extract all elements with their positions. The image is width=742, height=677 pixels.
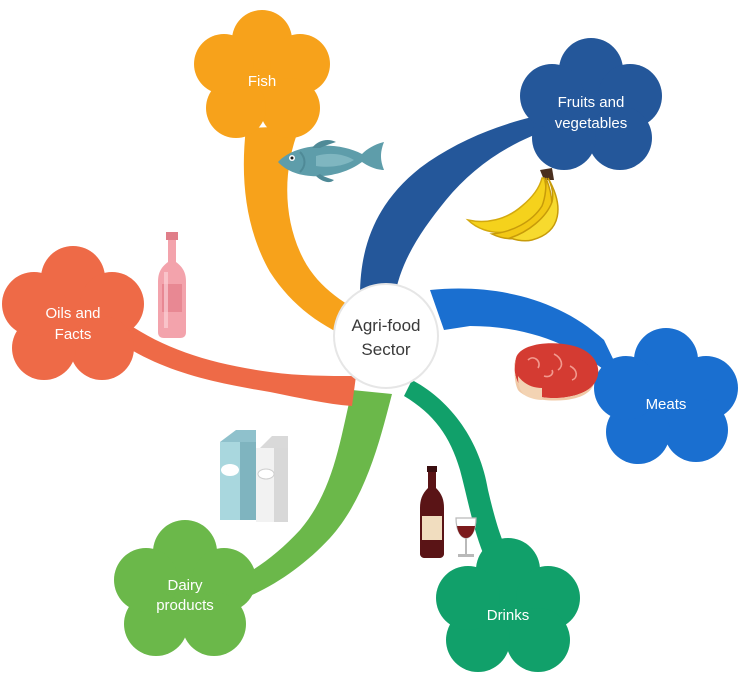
dairy-flower-shape — [114, 520, 256, 656]
oils-flower-shape — [2, 246, 144, 380]
meats-label: Meats — [646, 396, 687, 413]
fish-flower-shape — [194, 10, 330, 138]
oils-connector — [100, 318, 356, 406]
dairy-connector — [226, 390, 392, 600]
drinks-node[interactable]: Drinks — [436, 538, 580, 672]
meats-connector — [430, 288, 628, 390]
oils-label-line2: Facts — [55, 326, 92, 343]
drinks-label: Drinks — [487, 607, 530, 624]
oils-node[interactable]: Oils and Facts — [2, 246, 144, 380]
fruits-label-line1: Fruits and — [558, 94, 625, 111]
fish-node[interactable]: Fish — [194, 10, 330, 138]
center-label-line2: Sector — [361, 340, 410, 359]
fish-icon — [278, 140, 384, 183]
steak-icon — [514, 343, 599, 401]
dairy-node[interactable]: Dairy products — [114, 520, 256, 656]
center-node[interactable]: Agri-food Sector — [333, 283, 439, 389]
drinks-connector — [404, 380, 510, 560]
dairy-label-line1: Dairy — [167, 577, 203, 594]
meats-node[interactable]: Meats — [594, 328, 738, 464]
oil-bottle-icon — [158, 232, 186, 338]
center-label-line1: Agri-food — [352, 316, 421, 335]
fruits-flower-shape — [520, 38, 662, 170]
dairy-label-line2: products — [156, 597, 214, 614]
milk-carton-icon — [220, 430, 288, 522]
oils-label-line1: Oils and — [45, 305, 100, 322]
center-circle — [333, 283, 439, 389]
fruits-node[interactable]: Fruits and vegetables — [520, 38, 662, 170]
fish-label: Fish — [248, 73, 276, 90]
fruits-label-line2: vegetables — [555, 115, 628, 132]
banana-icon — [465, 168, 559, 242]
drinks-flower-shape — [436, 538, 580, 672]
meats-flower-shape — [594, 328, 738, 464]
wine-bottle-icon — [420, 466, 477, 558]
fish-connector — [243, 126, 372, 342]
